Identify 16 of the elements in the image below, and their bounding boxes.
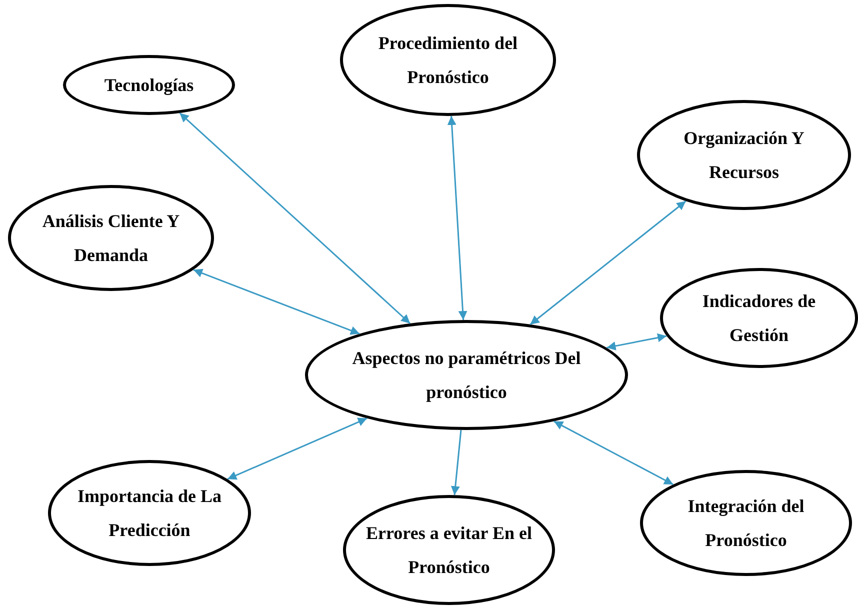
node-label: Tecnologías xyxy=(103,74,195,97)
arrow xyxy=(606,333,667,350)
node-label: Organización Y Recursos xyxy=(682,126,806,184)
arrow xyxy=(227,418,368,480)
node-label: Importancia de La Predicción xyxy=(76,484,222,542)
arrow xyxy=(450,430,462,496)
node-label: Indicadores de Gestión xyxy=(701,290,817,347)
node-label: Análisis Cliente Y Demanda xyxy=(41,210,181,267)
arrow xyxy=(530,200,686,326)
node-label: Errores a evitar En el Pronóstico xyxy=(365,522,533,579)
node-label: Integración del Pronóstico xyxy=(686,494,806,552)
node-label: Procedimiento del Pronóstico xyxy=(377,32,519,89)
arrow xyxy=(447,116,468,320)
arrow xyxy=(554,420,674,486)
node-label: Aspectos no paramétricos Del pronóstico xyxy=(351,346,582,404)
arrow xyxy=(193,268,360,335)
